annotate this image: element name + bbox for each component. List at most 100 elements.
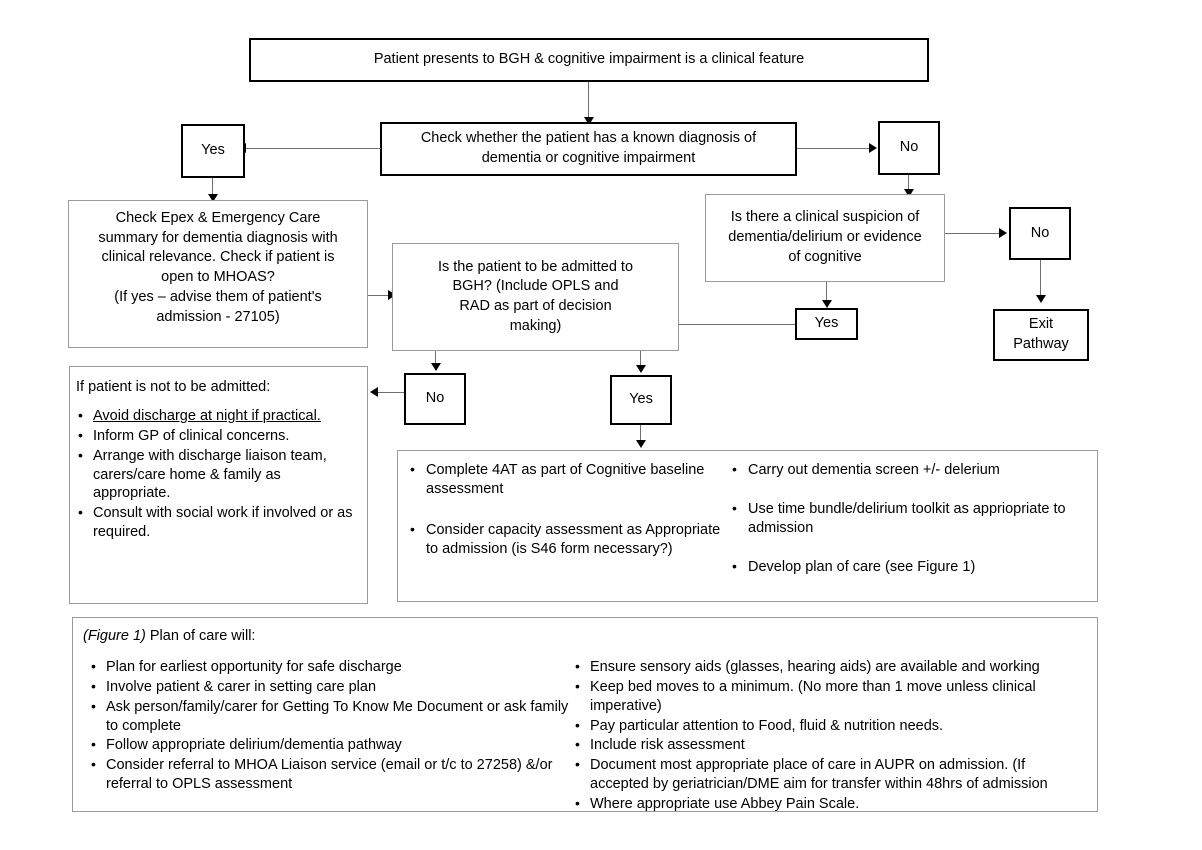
list-item: Consult with social work if involved or … — [76, 503, 357, 542]
list-item: Document most appropriate place of care … — [573, 755, 1085, 794]
node-exit-pathway: Exit Pathway — [993, 309, 1089, 361]
node-yes-admission: Yes — [610, 375, 672, 425]
connector-no3-to-not-admitted — [378, 392, 404, 393]
list-item: Plan for earliest opportunity for safe d… — [89, 657, 579, 677]
list-item: Carry out dementia screen +/- delerium — [728, 460, 1078, 480]
panel-figure1-heading: (Figure 1) Plan of care will: — [83, 628, 255, 644]
node-check-epex-line2: summary for dementia diagnosis with — [98, 229, 338, 246]
connector-epex-to-admitted — [368, 295, 390, 296]
node-clinical-suspicion-line1: Is there a clinical suspicion of — [730, 209, 920, 226]
node-start-label: Patient presents to BGH & cognitive impa… — [373, 51, 805, 68]
list-item: Keep bed moves to a minimum. (No more th… — [573, 677, 1085, 716]
figure1-right-column: Ensure sensory aids (glasses, hearing ai… — [573, 657, 1085, 815]
connector-check-to-no1 — [797, 148, 871, 149]
figure1-right-item-0: Ensure sensory aids (glasses, hearing ai… — [590, 659, 1040, 675]
node-admitted-decision-line1: Is the patient to be admitted to — [437, 258, 634, 275]
arrowhead-yes1-to-epex — [208, 194, 218, 202]
node-yes-known-diagnosis: Yes — [181, 124, 245, 178]
list-item: Involve patient & carer in setting care … — [89, 677, 579, 697]
node-no-clinical-suspicion: No — [1009, 207, 1071, 260]
node-check-known-diagnosis-label: Check whether the patient has a known di… — [420, 130, 757, 166]
assessment-right-item-1: Use time bundle/delirium toolkit as appr… — [748, 500, 1066, 536]
connector-admitted-to-yes3 — [640, 351, 641, 369]
node-admitted-decision: Is the patient to be admitted to BGH? (I… — [392, 243, 679, 351]
panel-assessment: Complete 4AT as part of Cognitive baseli… — [397, 450, 1098, 602]
node-yes-admission-label: Yes — [629, 391, 653, 408]
connector-check-to-yes1 — [245, 148, 381, 149]
list-item: Use time bundle/delirium toolkit as appr… — [728, 499, 1078, 538]
connector-suspicion-to-no2 — [945, 233, 1001, 234]
node-clinical-suspicion-line2: dementia/delirium or evidence — [728, 229, 922, 246]
list-item: Inform GP of clinical concerns. — [76, 426, 357, 446]
figure1-left-column: Plan for earliest opportunity for safe d… — [89, 657, 579, 795]
figure1-right-item-2: Pay particular attention to Food, fluid … — [590, 717, 944, 734]
list-item: Ask person/family/carer for Getting To K… — [89, 697, 579, 736]
list-item: Avoid discharge at night if practical. — [76, 406, 357, 426]
node-clinical-suspicion: Is there a clinical suspicion of dementi… — [705, 194, 945, 282]
connector-yes1-to-epex — [212, 178, 213, 198]
list-item: Consider referral to MHOA Liaison servic… — [89, 755, 579, 794]
connector-no2-to-exit — [1040, 260, 1041, 298]
assessment-left-item-1: Consider capacity assessment as Appropri… — [426, 521, 721, 557]
panel-figure1: (Figure 1) Plan of care will: Plan for e… — [72, 617, 1098, 812]
node-exit-pathway-line2: Pathway — [1013, 336, 1069, 352]
panel-not-admitted: If patient is not to be admitted: Avoid … — [69, 366, 368, 604]
list-item: Where appropriate use Abbey Pain Scale. — [573, 794, 1085, 814]
node-check-epex-line5: (If yes – advise them of patient's — [114, 288, 322, 305]
assessment-right-item-0: Carry out dementia screen +/- delerium — [748, 462, 1000, 478]
assessment-right-item-2: Develop plan of care (see Figure 1) — [748, 558, 976, 575]
arrowhead-no3-to-not-admitted — [370, 387, 378, 397]
list-item: Pay particular attention to Food, fluid … — [573, 716, 1085, 736]
not-admitted-list: Avoid discharge at night if practical. I… — [76, 406, 357, 542]
assessment-left-column: Complete 4AT as part of Cognitive baseli… — [406, 460, 736, 567]
node-no-known-diagnosis: No — [878, 121, 940, 175]
connector-yes2-to-admitted — [679, 324, 795, 325]
panel-figure1-heading-emphasis: (Figure 1) — [83, 628, 146, 644]
list-item: Complete 4AT as part of Cognitive baseli… — [406, 460, 736, 499]
node-yes-known-diagnosis-label: Yes — [201, 142, 225, 159]
connector-admitted-to-no3 — [435, 351, 436, 367]
node-check-known-diagnosis: Check whether the patient has a known di… — [380, 122, 797, 176]
arrowhead-no2-to-exit — [1036, 295, 1046, 303]
node-no-admission: No — [404, 373, 466, 425]
figure1-right-item-5: Where appropriate use Abbey Pain Scale. — [590, 795, 860, 812]
connector-start-to-check — [588, 82, 589, 120]
arrowhead-admitted-to-yes3 — [636, 365, 646, 373]
assessment-left-list: Complete 4AT as part of Cognitive baseli… — [406, 460, 736, 559]
node-check-epex: Check Epex & Emergency Care summary for … — [68, 200, 368, 348]
connector-yes3-to-assessment — [640, 425, 641, 443]
figure1-left-item-0: Plan for earliest opportunity for safe d… — [106, 659, 402, 675]
figure1-right-item-3: Include risk assessment — [590, 737, 745, 754]
connector-no1-to-suspicion — [908, 175, 909, 193]
arrowhead-no1-to-suspicion — [904, 189, 914, 197]
list-item: Consider capacity assessment as Appropri… — [406, 520, 736, 559]
figure1-left-item-3: Follow appropriate delirium/dementia pat… — [106, 737, 402, 754]
panel-not-admitted-heading: If patient is not to be admitted: — [76, 379, 271, 395]
figure1-right-item-4: Document most appropriate place of care … — [590, 757, 1048, 793]
list-item: Follow appropriate delirium/dementia pat… — [89, 735, 579, 755]
node-admitted-decision-line4: making) — [509, 317, 562, 334]
figure1-left-item-2: Ask person/family/carer for Getting To K… — [106, 698, 569, 734]
node-clinical-suspicion-line3: of cognitive — [788, 248, 862, 265]
figure1-left-list: Plan for earliest opportunity for safe d… — [89, 657, 579, 794]
node-exit-pathway-line1: Exit — [1028, 316, 1054, 333]
node-yes-clinical-suspicion-label: Yes — [814, 315, 839, 332]
node-no-admission-label: No — [425, 390, 445, 407]
node-check-epex-line1: Check Epex & Emergency Care — [115, 210, 321, 226]
node-admitted-decision-line2: BGH? (Include OPLS and — [452, 278, 619, 295]
arrowhead-check-to-no1 — [869, 143, 877, 153]
not-admitted-item-2: Arrange with discharge liaison team, car… — [93, 447, 327, 502]
node-check-epex-line4: open to MHOAS? — [161, 269, 275, 286]
arrowhead-suspicion-to-yes2 — [822, 300, 832, 308]
figure1-left-item-1: Involve patient & carer in setting care … — [106, 678, 377, 695]
assessment-left-item-0: Complete 4AT as part of Cognitive baseli… — [426, 462, 705, 497]
node-admitted-decision-line3: RAD as part of decision — [459, 298, 612, 314]
arrowhead-admitted-to-no3 — [431, 363, 441, 371]
assessment-right-column: Carry out dementia screen +/- delerium U… — [728, 460, 1078, 585]
not-admitted-item-1: Inform GP of clinical concerns. — [93, 427, 290, 444]
node-no-clinical-suspicion-label: No — [1030, 224, 1050, 241]
list-item: Ensure sensory aids (glasses, hearing ai… — [573, 657, 1085, 677]
panel-figure1-heading-rest: Plan of care will: — [145, 628, 256, 644]
node-check-epex-line6: admission - 27105) — [156, 308, 280, 325]
